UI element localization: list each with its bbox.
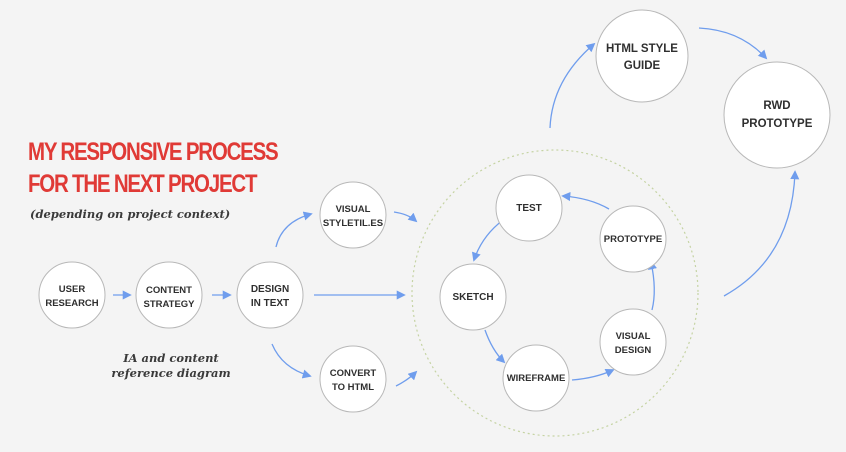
- page-title: MY RESPONSIVE PROCESS FOR THE NEXT PROJE…: [28, 136, 279, 200]
- title-line-1: MY RESPONSIVE PROCESS: [28, 138, 279, 166]
- arrow-design-to-convert: [271, 343, 312, 379]
- arrow-loop-to-styleguide: [549, 42, 596, 129]
- subtitle: (depending on project context): [30, 207, 231, 221]
- node-prototype: PROTOTYPE: [599, 205, 667, 273]
- title-line-2: FOR THE NEXT PROJECT: [28, 170, 257, 198]
- arrow-visual-to-prototype: [648, 260, 657, 311]
- reference-note: IA and content reference diagram: [111, 351, 231, 380]
- arrows: [113, 27, 800, 387]
- arrow-loop-to-rwd: [723, 170, 800, 297]
- node-sketch: SKETCH: [439, 263, 507, 331]
- svg-text:WIREFRAME: WIREFRAME: [507, 373, 566, 384]
- arrow-test-to-sketch: [471, 219, 504, 262]
- node-test: TEST: [495, 174, 563, 242]
- arrow-convert-to-loop: [395, 370, 418, 387]
- svg-text:PROTOTYPE: PROTOTYPE: [604, 234, 662, 245]
- node-wireframe: WIREFRAME: [502, 344, 570, 412]
- svg-text:SKETCH: SKETCH: [452, 292, 493, 303]
- svg-text:TEST: TEST: [516, 203, 542, 214]
- arrow-design-to-styletiles: [275, 211, 313, 248]
- arrow-wireframe-to-visual: [571, 368, 615, 381]
- arrow-styleguide-to-rwd: [698, 27, 768, 60]
- iteration-loop-circle: [411, 149, 699, 437]
- arrow-prototype-to-test: [561, 192, 610, 210]
- arrow-styletiles-to-loop: [393, 211, 418, 223]
- arrow-sketch-to-wireframe: [484, 329, 506, 364]
